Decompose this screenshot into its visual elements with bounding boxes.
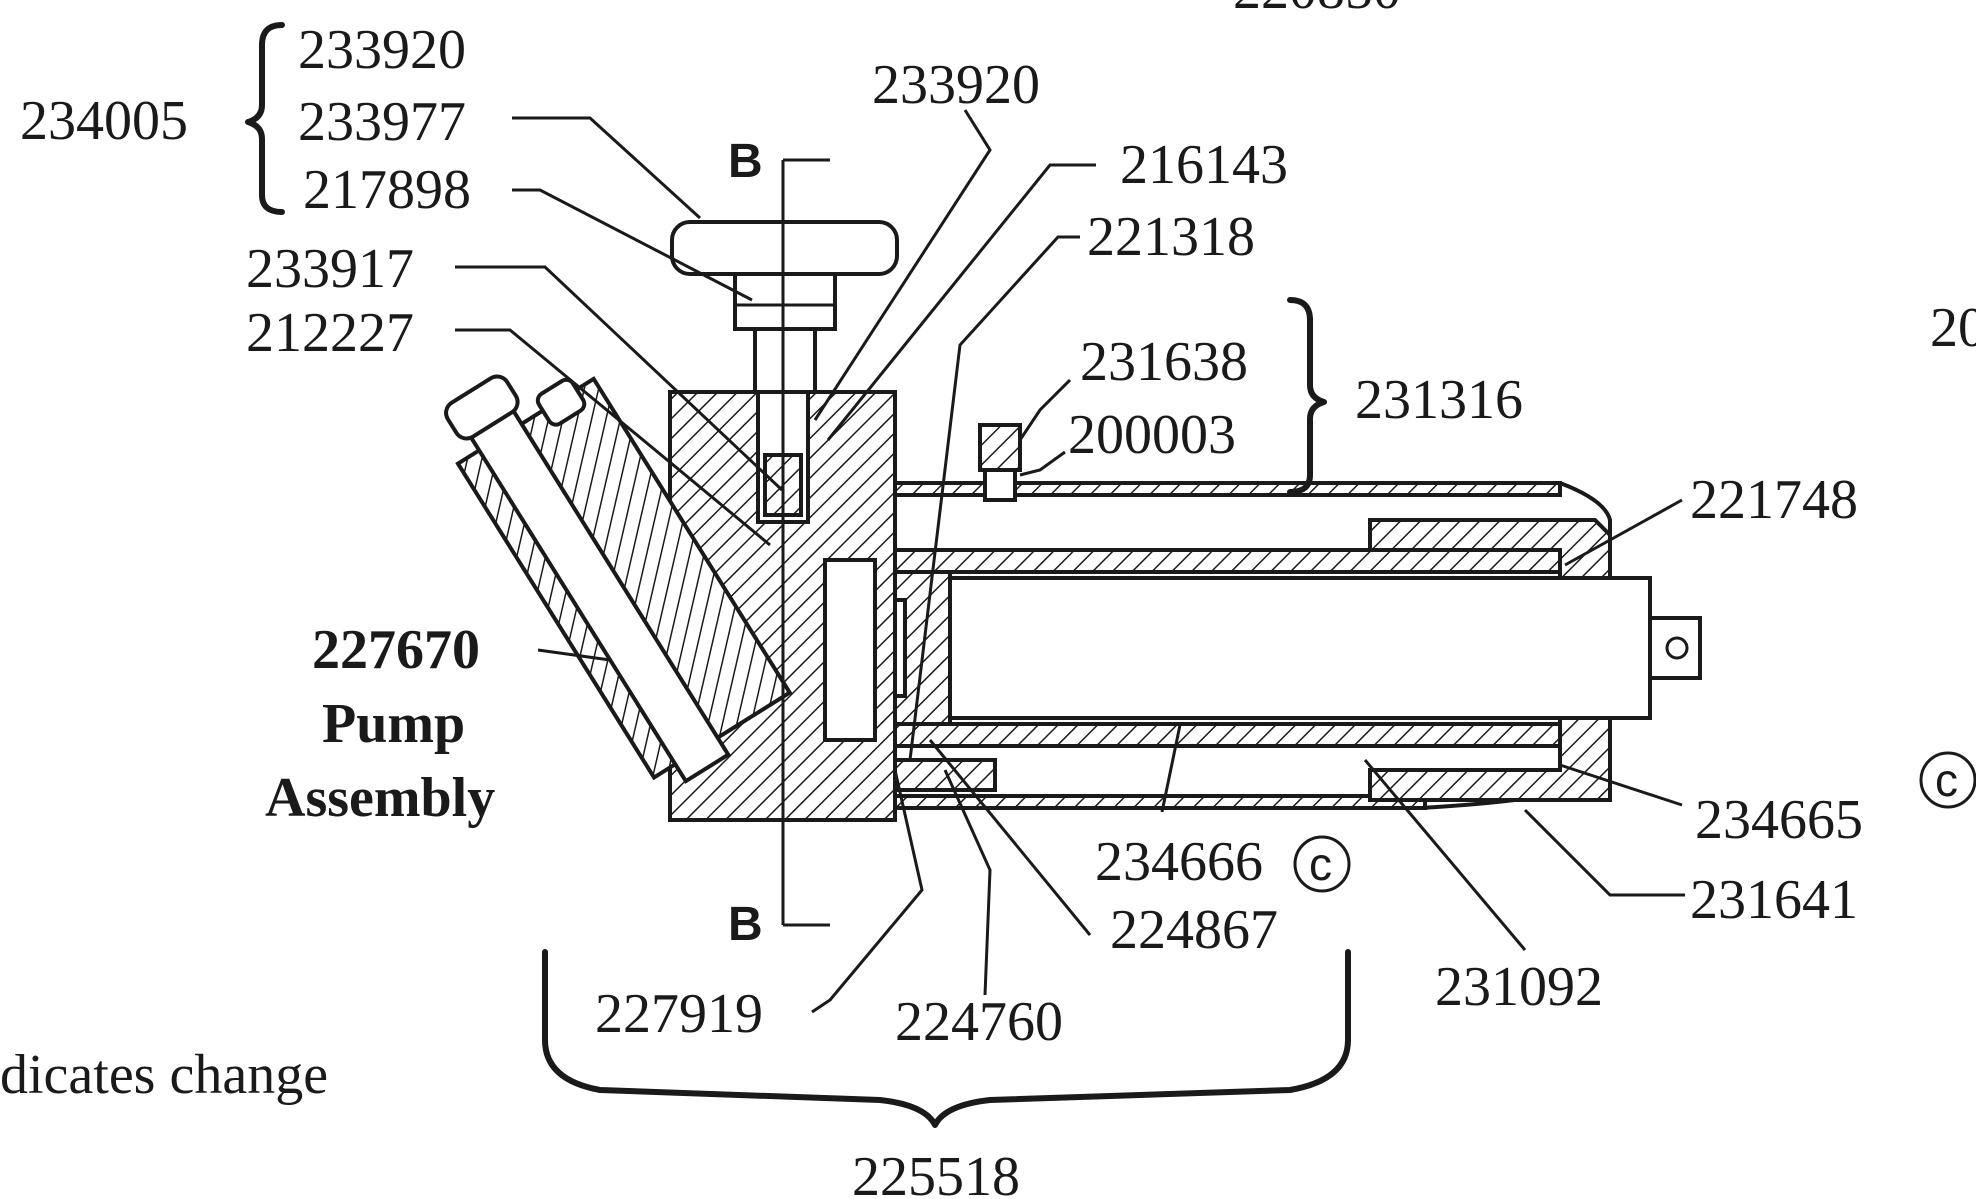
label-200003: 200003 xyxy=(1068,404,1236,466)
change-mark-2: c xyxy=(1935,754,1958,806)
label-231641: 231641 xyxy=(1690,869,1858,931)
label-225518: 225518 xyxy=(852,1146,1020,1199)
pump-cap xyxy=(535,377,587,427)
label-212227: 212227 xyxy=(246,302,414,364)
housing-wall-bottom xyxy=(893,794,1427,810)
breather-nut xyxy=(983,468,1017,502)
label-234665: 234665 xyxy=(1695,789,1863,851)
leader-231638 xyxy=(1018,378,1072,441)
rod-eye-hole xyxy=(1665,636,1689,660)
cylinder-drawing xyxy=(444,158,1702,927)
leader-233917 xyxy=(455,265,784,492)
piston-rod xyxy=(948,576,1652,720)
label-top-partial: 220850 xyxy=(1233,0,1401,21)
breather-fitting xyxy=(978,423,1022,472)
brace-225518 xyxy=(542,949,1351,1128)
leader-221318 xyxy=(908,235,1080,761)
label-pump: Pump xyxy=(322,693,465,755)
filler-body xyxy=(733,272,837,331)
leader-217898 xyxy=(512,188,753,302)
braces xyxy=(245,22,1351,1128)
brace-234005 xyxy=(245,22,285,215)
barrel-wall-bottom xyxy=(823,722,1562,748)
label-216143: 216143 xyxy=(1120,134,1288,196)
leader-221748 xyxy=(1564,498,1683,567)
label-224867: 224867 xyxy=(1110,899,1278,961)
leader-227919 xyxy=(811,769,924,1014)
label-227919: 227919 xyxy=(595,983,763,1045)
label-221318: 221318 xyxy=(1087,206,1255,268)
label-234666: 234666 xyxy=(1095,831,1263,893)
label-right-partial: 20 xyxy=(1930,297,1976,359)
change-mark-circle-2 xyxy=(1919,751,1976,809)
section-mark-bottom: B xyxy=(728,898,763,951)
label-217898: 217898 xyxy=(303,159,471,221)
leader-234665 xyxy=(1559,763,1683,807)
leader-224867 xyxy=(928,739,1092,936)
label-233917: 233917 xyxy=(246,238,414,300)
leader-227670 xyxy=(537,648,611,662)
note-indicates-change: dicates change xyxy=(0,1044,328,1106)
leader-231092 xyxy=(1363,759,1527,951)
rod-eye xyxy=(1648,616,1702,680)
leader-216143 xyxy=(826,163,1096,441)
label-assembly: Assembly xyxy=(265,767,495,829)
leader-233920b xyxy=(813,109,992,421)
label-231316: 231316 xyxy=(1355,369,1523,431)
filler-stem xyxy=(753,327,817,394)
label-221748: 221748 xyxy=(1690,469,1858,531)
label-234005: 234005 xyxy=(20,90,188,152)
leader-224760 xyxy=(943,769,992,996)
label-233920: 233920 xyxy=(872,54,1040,116)
section-marks: B B xyxy=(728,135,763,951)
leader-231641 xyxy=(1523,808,1685,897)
label-227670: 227670 xyxy=(312,619,480,681)
leader-200003 xyxy=(1019,450,1066,477)
label-233920-top: 233920 xyxy=(298,19,466,81)
label-231092: 231092 xyxy=(1435,956,1603,1018)
leader-lines xyxy=(455,109,1685,1014)
label-224760: 224760 xyxy=(895,991,1063,1053)
pump-handle-socket xyxy=(444,374,520,441)
section-mark-top: B xyxy=(728,135,763,188)
label-233977: 233977 xyxy=(298,91,466,153)
leader-212227 xyxy=(455,328,771,547)
block-bore xyxy=(823,558,877,742)
change-mark-circle-1 xyxy=(1293,835,1351,893)
leader-233977 xyxy=(512,116,702,220)
change-mark-1: c xyxy=(1309,838,1332,890)
brace-231316 xyxy=(1287,297,1327,495)
leader-234666 xyxy=(1160,724,1182,813)
change-marks: c c xyxy=(1293,751,1976,893)
label-231638: 231638 xyxy=(1080,331,1248,393)
